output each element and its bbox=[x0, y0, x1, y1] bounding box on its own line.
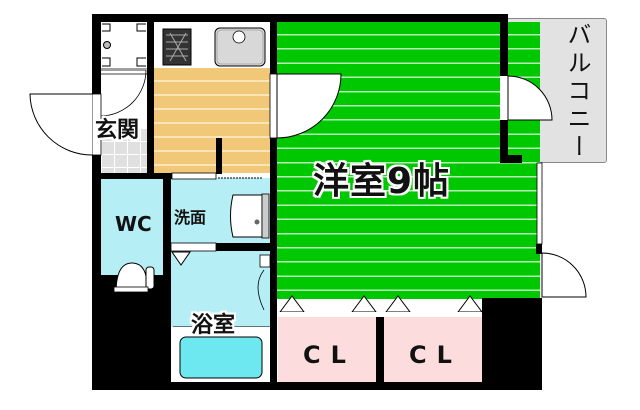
kitchen-sink-icon bbox=[214, 27, 266, 67]
entrance-label: 玄関 bbox=[95, 118, 140, 143]
closet-2 bbox=[384, 316, 482, 382]
closet-1-label: CL bbox=[303, 341, 356, 369]
entrance-tile bbox=[101, 128, 147, 173]
washroom-label: 洗面 bbox=[174, 208, 207, 227]
closet-2-label: CL bbox=[409, 341, 462, 369]
balcony-label: バルコニー bbox=[563, 22, 591, 162]
entrance-door-icon bbox=[29, 93, 102, 156]
kitchen-floor bbox=[154, 68, 270, 173]
bathtub-icon bbox=[171, 327, 270, 382]
toilet-icon bbox=[113, 262, 155, 293]
western-room-label: 洋室9帖 bbox=[313, 161, 451, 202]
toilet-room bbox=[101, 178, 163, 275]
balcony-door-icon bbox=[500, 75, 553, 121]
wash-basin-icon bbox=[230, 193, 270, 239]
gas-stove-icon bbox=[162, 28, 192, 66]
closet-1 bbox=[278, 316, 376, 382]
washing-machine-icon bbox=[101, 22, 147, 68]
bathroom-label: 浴室 bbox=[191, 313, 236, 338]
side-door-icon bbox=[541, 252, 587, 298]
room-door-icon bbox=[269, 73, 342, 139]
toilet-label: WC bbox=[115, 212, 152, 236]
western-room bbox=[276, 22, 540, 299]
